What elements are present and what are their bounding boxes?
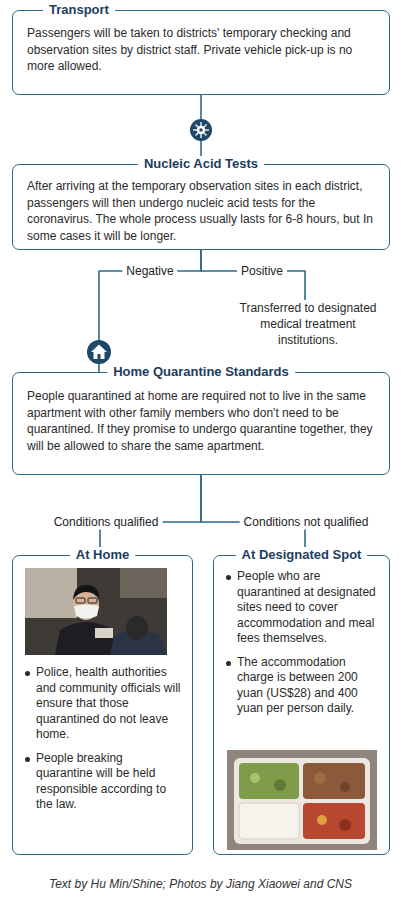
photo-jacket bbox=[55, 622, 118, 655]
connector-line bbox=[200, 95, 202, 164]
connector-line bbox=[99, 250, 201, 372]
icon-circle bbox=[87, 340, 111, 364]
photo-food bbox=[317, 815, 327, 825]
box-heading: Home Quarantine Standards bbox=[107, 364, 295, 380]
bullet-item: The accommodation charge is between 200 … bbox=[226, 655, 380, 717]
outcome-note: Transferred to designated medical treatm… bbox=[233, 300, 383, 354]
photo-glasses bbox=[76, 598, 85, 603]
photo-food bbox=[274, 779, 286, 791]
home-photo bbox=[25, 568, 167, 655]
photo-tray bbox=[234, 758, 370, 844]
photo-paper bbox=[95, 628, 113, 638]
photo-food bbox=[250, 773, 260, 783]
info-box: TransportPassengers will be taken to dis… bbox=[12, 10, 390, 95]
box-body: People quarantined at home are required … bbox=[27, 388, 375, 454]
box-heading: Nucleic Acid Tests bbox=[138, 156, 264, 172]
photo-food bbox=[314, 772, 326, 784]
bullet-item: People who are quarantined at designated… bbox=[226, 569, 380, 647]
photo-greens bbox=[239, 763, 299, 799]
info-box: At HomePolice, health authorities and co… bbox=[12, 555, 193, 855]
edge-label: Conditions not qualified bbox=[240, 515, 373, 530]
virus-core bbox=[197, 126, 205, 134]
house-shape bbox=[91, 345, 107, 360]
info-box: Home Quarantine StandardsPeople quaranti… bbox=[12, 372, 390, 475]
box-body: After arriving at the temporary observat… bbox=[27, 178, 375, 244]
photo-glasses bbox=[88, 598, 97, 603]
photo-face bbox=[73, 588, 99, 620]
house-icon bbox=[87, 340, 111, 364]
photo-meat bbox=[303, 763, 365, 799]
photo-food bbox=[340, 782, 350, 792]
box-body: Passengers will be taken to districts' t… bbox=[27, 25, 375, 75]
edge-label: Conditions qualified bbox=[50, 515, 163, 530]
box-heading: At Home bbox=[70, 547, 135, 563]
edge-label: Positive bbox=[237, 264, 287, 279]
virus-dot bbox=[199, 128, 203, 132]
photo-wall bbox=[120, 568, 167, 598]
photo-dish bbox=[303, 803, 365, 839]
edge-label: Negative bbox=[122, 264, 177, 279]
icon-circle bbox=[190, 119, 212, 141]
photo-mask bbox=[74, 605, 99, 619]
bullet-item: Police, health authorities and community… bbox=[25, 665, 182, 743]
bullet-item: People breaking quarantine will be held … bbox=[25, 751, 182, 813]
photo-window bbox=[25, 568, 77, 618]
photo-background bbox=[227, 750, 377, 850]
info-box: At Designated SpotPeople who are quarant… bbox=[213, 555, 390, 855]
photo-hair bbox=[73, 585, 99, 600]
house-door bbox=[98, 354, 101, 359]
connector-line bbox=[201, 250, 305, 300]
photo-head bbox=[126, 616, 148, 640]
meal-photo bbox=[227, 750, 377, 850]
photo-rice bbox=[239, 803, 299, 839]
info-box: Nucleic Acid TestsAfter arriving at the … bbox=[12, 164, 390, 250]
photo-person bbox=[110, 630, 167, 655]
photo-food bbox=[339, 819, 351, 831]
virus-icon bbox=[190, 119, 212, 141]
box-heading: At Designated Spot bbox=[236, 547, 368, 563]
caption: Text by Hu Min/Shine; Photos by Jiang Xi… bbox=[0, 877, 401, 892]
virus-spikes bbox=[193, 122, 209, 138]
photo-background bbox=[25, 568, 167, 655]
box-body: Transferred to designated medical treatm… bbox=[233, 300, 383, 348]
box-heading: Transport bbox=[43, 2, 115, 18]
